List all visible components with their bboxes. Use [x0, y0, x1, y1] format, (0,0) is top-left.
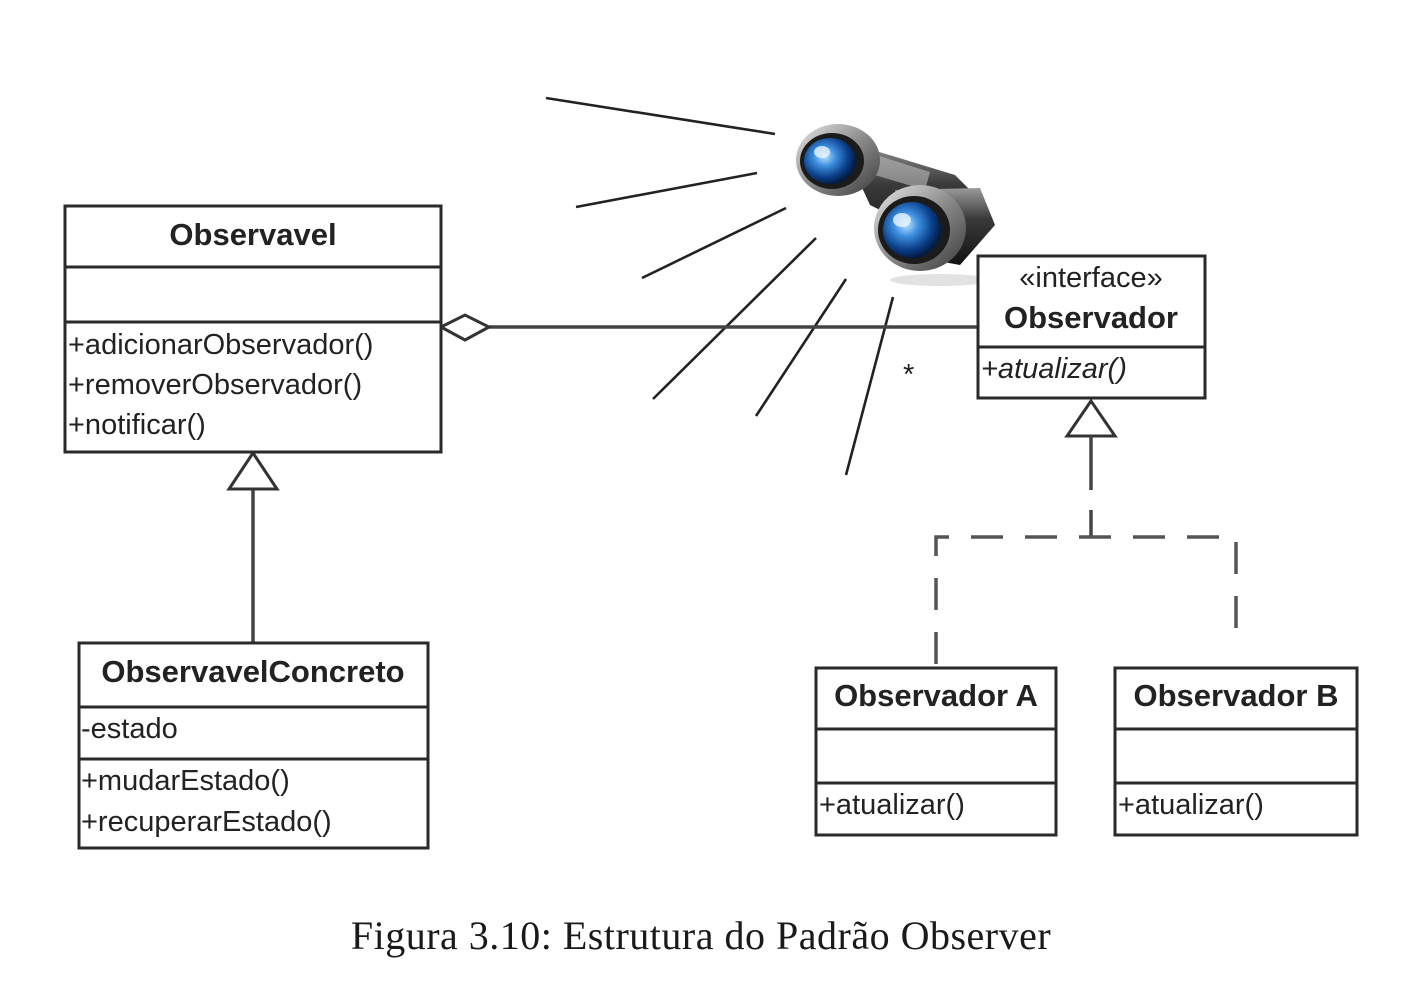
attribute: -estado	[81, 713, 178, 745]
method: +atualizar()	[1118, 789, 1264, 821]
class-name: Observavel	[169, 217, 336, 252]
method: +mudarEstado()	[81, 765, 290, 797]
generalization-observavel	[226, 450, 280, 643]
class-observavel-concreto[interactable]: ObservavelConcreto -estado +mudarEstado(…	[77, 641, 430, 850]
method: +notificar()	[68, 409, 206, 441]
sight-rays	[545, 96, 895, 476]
class-name: Observador A	[834, 678, 1038, 713]
class-name: Observador	[1004, 300, 1178, 335]
interface-observador[interactable]: «interface» Observador +atualizar()	[976, 254, 1207, 400]
method: +atualizar()	[981, 353, 1127, 385]
method: +adicionarObservador()	[68, 329, 373, 361]
generalization-arrowhead	[226, 450, 280, 491]
class-observador-a[interactable]: Observador A +atualizar()	[814, 666, 1058, 837]
method: +recuperarEstado()	[81, 806, 332, 838]
class-observavel[interactable]: Observavel +adicionarObservador() +remov…	[63, 204, 443, 454]
class-name: ObservavelConcreto	[101, 654, 404, 689]
method: +removerObservador()	[68, 369, 362, 401]
realization-observador	[934, 398, 1238, 664]
realization-arrowhead	[1064, 398, 1118, 438]
class-name: Observador B	[1133, 678, 1338, 713]
association-multiplicity: *	[903, 359, 914, 391]
binoculars-icon	[796, 124, 995, 286]
stereotype: «interface»	[1019, 262, 1163, 294]
method: +atualizar()	[819, 789, 965, 821]
figure-caption: Figura 3.10: Estrutura do Padrão Observe…	[350, 913, 1052, 958]
aggregation-association: *	[437, 313, 978, 391]
aggregation-diamond	[437, 313, 493, 342]
class-observador-b[interactable]: Observador B +atualizar()	[1113, 666, 1359, 837]
